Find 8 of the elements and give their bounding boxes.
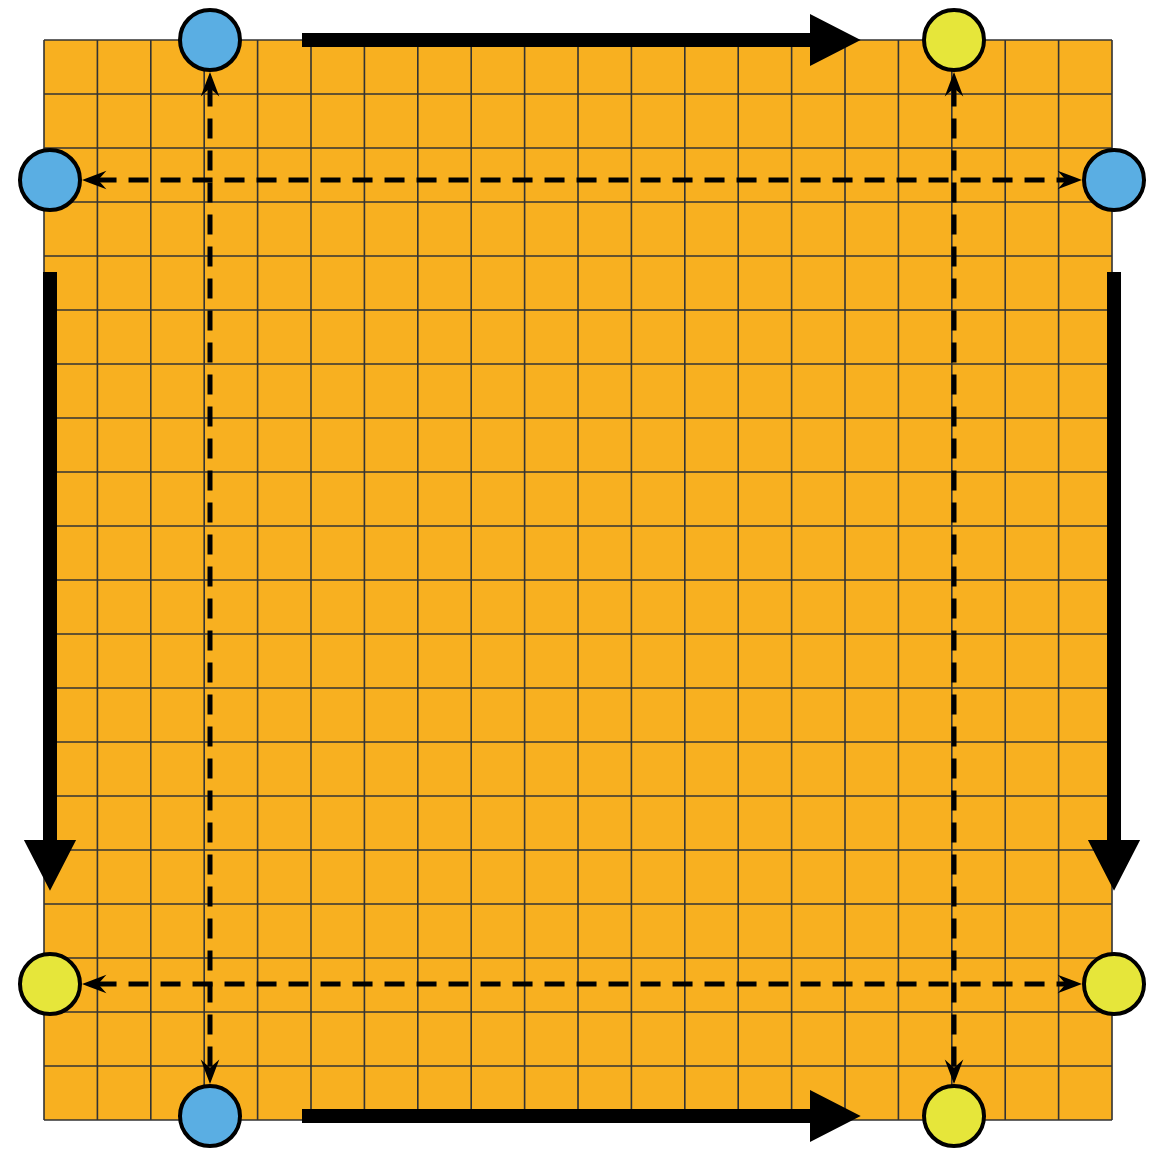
circle-marker: [178, 1084, 242, 1148]
circle-marker: [178, 8, 242, 72]
circle-marker: [922, 8, 986, 72]
circle-marker: [922, 1084, 986, 1148]
circle-marker: [18, 952, 82, 1016]
circle-marker: [1082, 952, 1146, 1016]
circle-marker: [18, 148, 82, 212]
circle-marker: [1082, 148, 1146, 212]
